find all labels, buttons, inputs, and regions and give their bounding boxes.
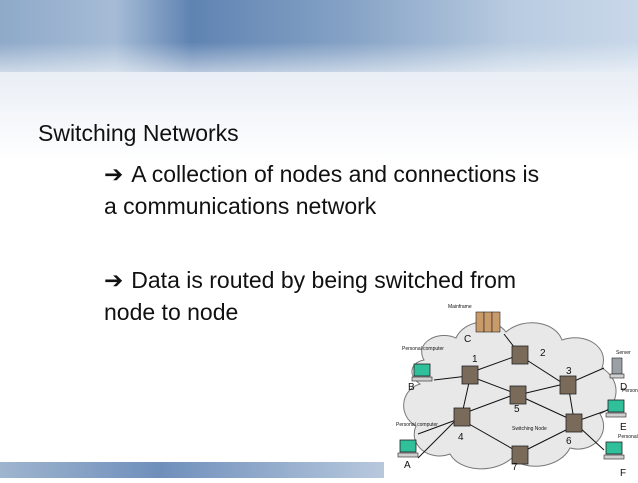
pc-caption: Personal computer	[402, 346, 444, 352]
switch-node-icon	[453, 407, 471, 427]
station-label: F	[620, 468, 626, 478]
switch-label: 1	[472, 354, 478, 365]
arrow-icon: ➔	[104, 267, 124, 293]
switching-nodes	[453, 345, 583, 465]
switch-label: 5	[514, 404, 520, 415]
network-diagram-svg: 1 2 3 4 5 6 7 Mainframe C Personal compu…	[396, 304, 638, 479]
pc-caption: Personal computer	[622, 388, 638, 394]
personal-computer-icon	[411, 363, 433, 382]
network-diagram: 1 2 3 4 5 6 7 Mainframe C Personal compu…	[384, 302, 638, 479]
server-caption: Server	[616, 350, 631, 356]
bullet-2: ➔Data is routed by being switched from n…	[104, 264, 564, 328]
arrow-icon: ➔	[104, 161, 124, 187]
switch-label: 2	[540, 348, 546, 359]
personal-computer-icon	[603, 441, 625, 460]
switch-label: 6	[566, 436, 572, 447]
mainframe-icon	[475, 311, 501, 333]
station-label: A	[404, 460, 411, 471]
switch-node-icon	[565, 413, 583, 433]
server-icon	[609, 357, 625, 379]
switch-label: 7	[512, 462, 518, 473]
personal-computer-icon	[605, 399, 627, 418]
station-label: C	[464, 334, 471, 345]
switch-label: 4	[458, 432, 464, 443]
top-banner	[0, 0, 638, 72]
station-label: E	[620, 422, 627, 433]
switch-node-icon	[461, 365, 479, 385]
switch-node-icon	[559, 375, 577, 395]
mainframe-caption: Mainframe	[448, 304, 472, 310]
station-label: D	[620, 382, 627, 393]
switch-label: 3	[566, 366, 572, 377]
bullet-2-text: Data is routed by being switched from no…	[104, 267, 517, 325]
switching-node-caption: Switching Node	[512, 426, 547, 432]
station-label: B	[408, 382, 415, 393]
slide-heading: Switching Networks	[38, 120, 239, 146]
pc-caption: Personal computer	[396, 422, 438, 428]
personal-computer-icon	[397, 439, 419, 458]
switch-node-icon	[511, 445, 529, 465]
switch-node-icon	[511, 345, 529, 365]
pc-caption: Personal computer	[618, 434, 638, 440]
background-fade	[0, 72, 638, 162]
bullet-1-text: A collection of nodes and connections is…	[104, 161, 540, 219]
bullet-1: ➔A collection of nodes and connections i…	[104, 158, 544, 222]
switch-node-icon	[509, 385, 527, 405]
